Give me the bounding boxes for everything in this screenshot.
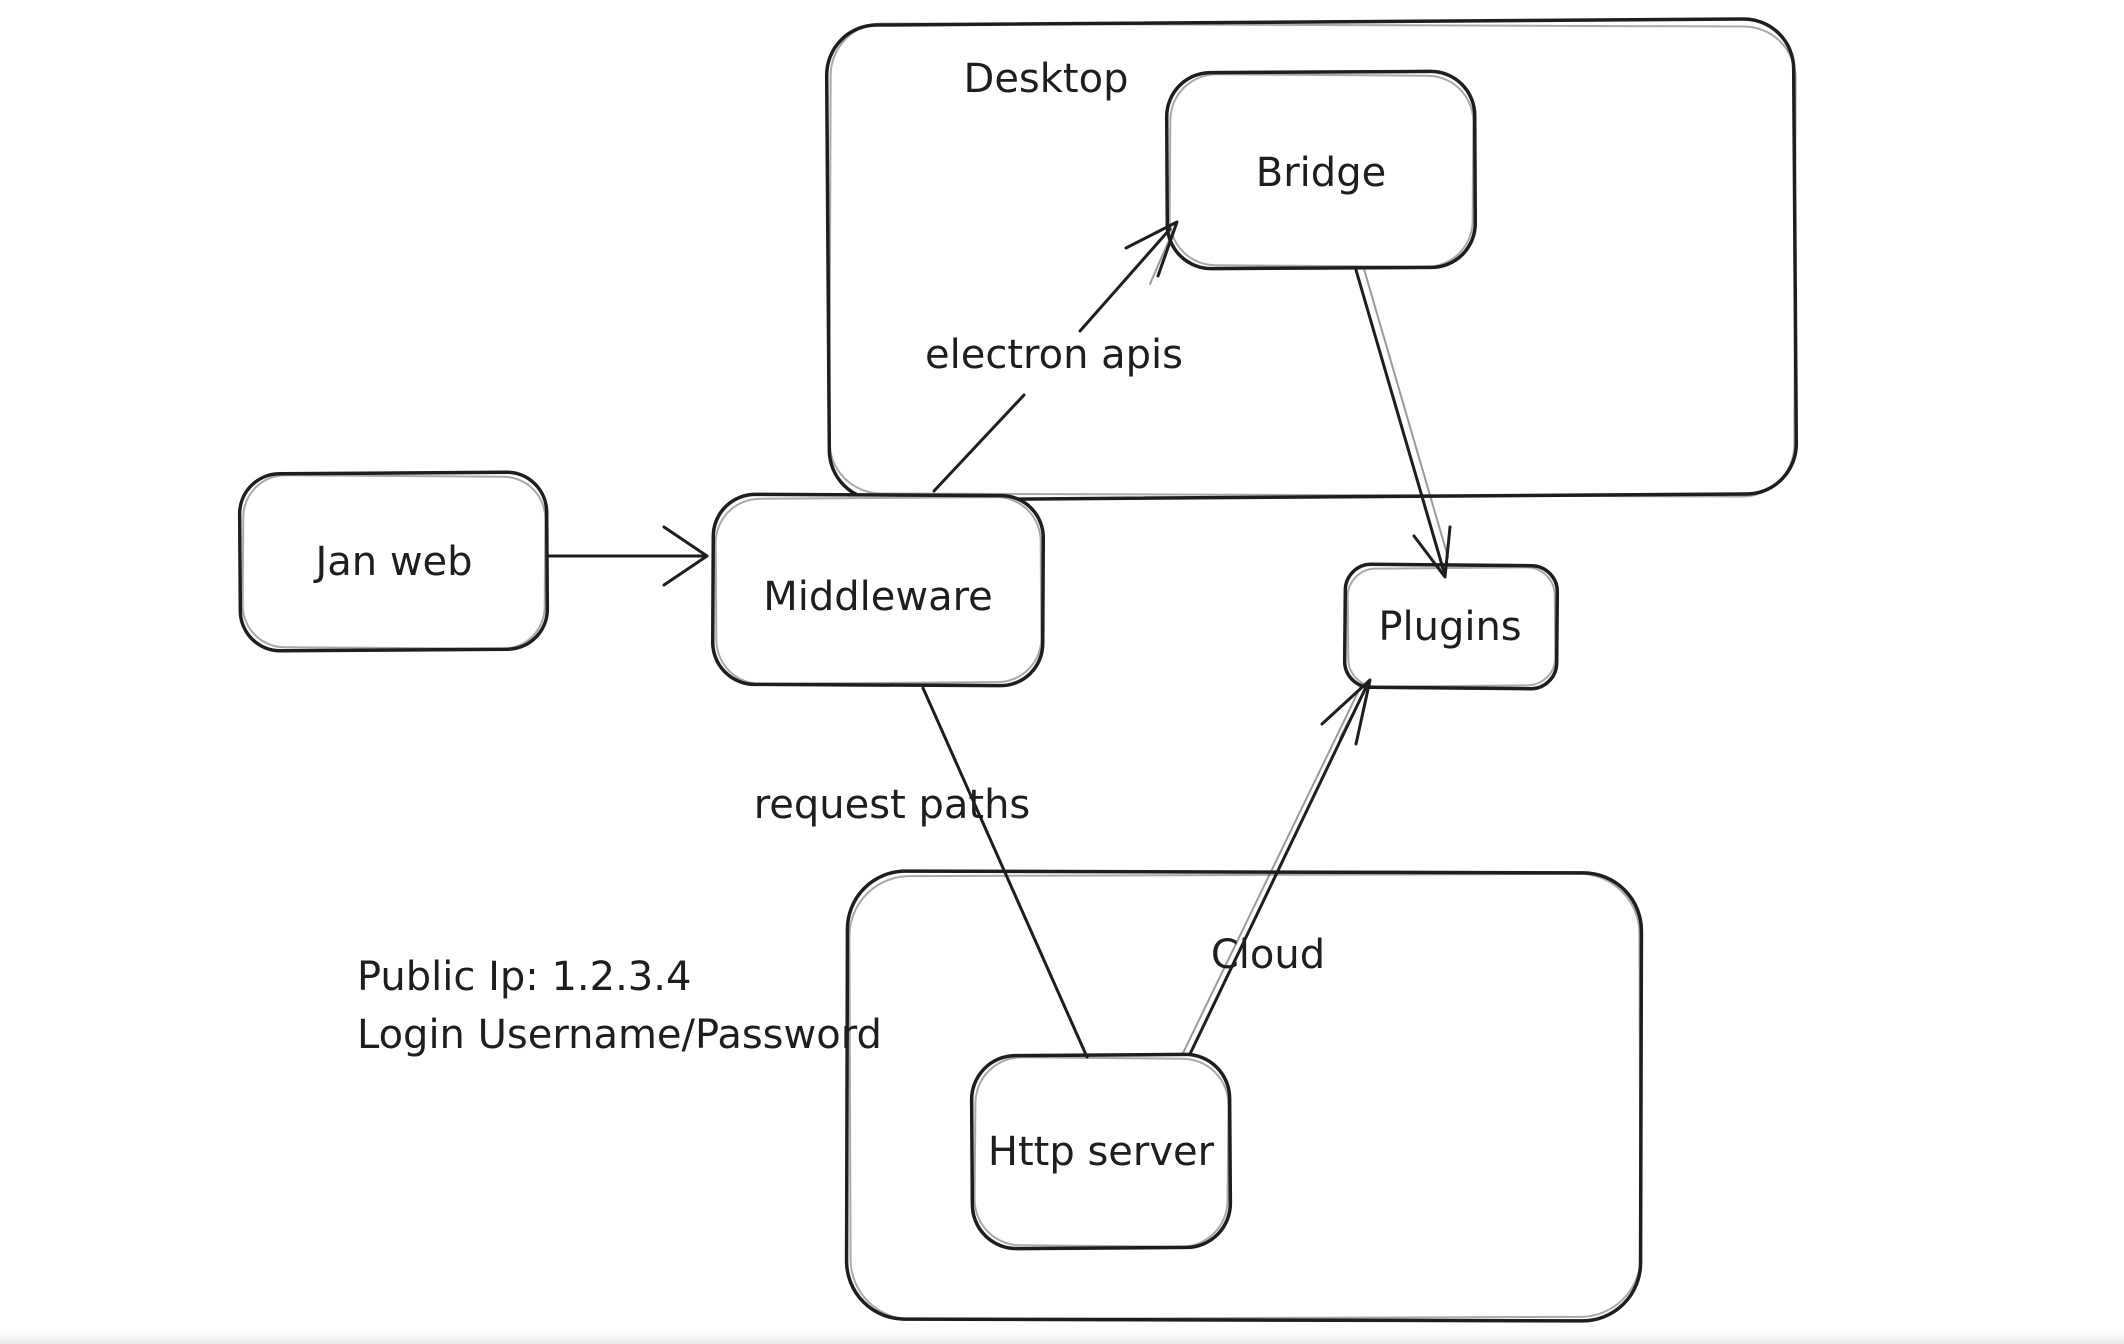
bridge-label: Bridge bbox=[1256, 150, 1386, 196]
edge-middleware-bridge bbox=[932, 220, 1179, 493]
http-server-node bbox=[969, 1052, 1233, 1251]
middleware-node bbox=[710, 492, 1046, 688]
plugins-node bbox=[1342, 562, 1560, 691]
arrowhead-plugins-bottom bbox=[1320, 678, 1372, 746]
request-paths-edge-label: request paths bbox=[754, 782, 1031, 828]
middleware-label: Middleware bbox=[763, 574, 993, 620]
bottom-fade bbox=[0, 1326, 2124, 1344]
edge-janweb-middleware bbox=[545, 525, 709, 587]
desktop-label: Desktop bbox=[964, 56, 1129, 102]
arrowhead-bridge bbox=[1124, 220, 1179, 278]
login-note: Login Username/Password bbox=[357, 1012, 882, 1058]
jan-web-label: Jan web bbox=[312, 539, 472, 585]
plugins-label: Plugins bbox=[1378, 604, 1521, 650]
edge-bridge-plugins bbox=[1354, 268, 1452, 579]
arrowhead-plugins-top bbox=[1412, 525, 1452, 579]
electron-apis-edge-label: electron apis bbox=[925, 332, 1183, 378]
cloud-label: Cloud bbox=[1211, 932, 1325, 978]
edge-middleware-httpserver bbox=[921, 686, 1089, 1059]
http-server-label: Http server bbox=[988, 1129, 1215, 1175]
arrowhead-middleware bbox=[662, 525, 709, 587]
bridge-node bbox=[1164, 69, 1478, 271]
edge-httpserver-plugins bbox=[1182, 678, 1372, 1056]
public-ip-note: Public Ip: 1.2.3.4 bbox=[357, 954, 691, 1000]
jan-web-node bbox=[237, 470, 550, 653]
